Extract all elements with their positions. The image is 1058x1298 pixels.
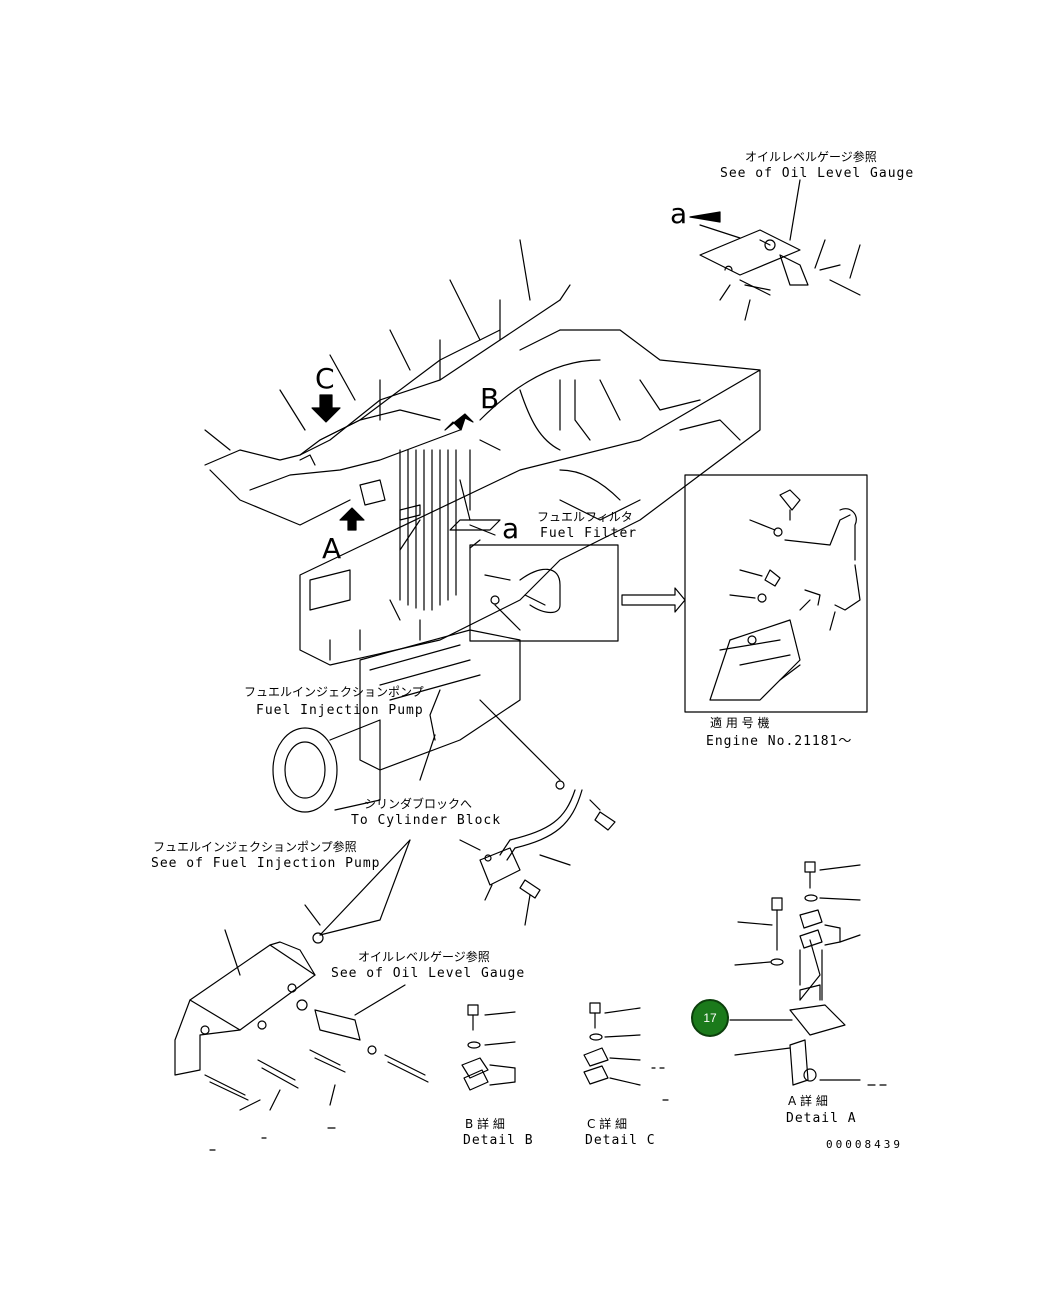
engine-block [299,329,761,666]
view-letter-a-filter: a [502,512,520,545]
leader-lines-misc [419,539,481,781]
detail-a-label-jp: A 詳 細 [788,1094,828,1108]
lower-bracket-assembly [174,839,429,1151]
cyl-block-label-jp: シリンダブロックへ [364,797,473,811]
detail-c-parts [583,1002,669,1101]
drawing-number: 00008439 [826,1138,903,1151]
view-letter-a-top: a [670,197,688,230]
view-letter-a-arrow: A [322,532,342,565]
fip-label-en: Fuel Injection Pump [256,703,424,718]
detail-a-parts [729,861,887,1086]
detail-a-label-en: Detail A [786,1111,857,1126]
part-callout-17[interactable]: 17 [691,999,729,1037]
fuel-injection-pump [272,629,561,813]
fip-label-jp: フュエルインジェクションポンプ [244,685,424,699]
engine-no-label-jp: 適 用 号 機 [710,716,770,730]
view-letter-c: C [315,362,335,395]
oil-gauge-top-label-en: See of Oil Level Gauge [720,166,915,181]
detail-b-parts [461,1004,516,1091]
engine-no-label-en: Engine No.21181～ [706,734,853,749]
detail-c-label-en: Detail C [585,1133,656,1148]
fuel-filter-detail [469,544,686,642]
oil-gauge-low-label-en: See of Oil Level Gauge [331,966,526,981]
cyl-block-label-en: To Cylinder Block [351,813,502,828]
view-letter-b: B [480,382,500,415]
oil-gauge-top-label-jp: オイルレベルゲージ参照 [745,150,877,164]
fuel-filter-label-jp: フュエルフィルタ [537,510,633,524]
engine-no-detail [684,474,868,713]
oil-gauge-bracket-top [699,179,861,321]
oil-gauge-low-label-jp: オイルレベルゲージ参照 [358,950,490,964]
leader-lines-top [204,239,531,551]
view-arrows [311,211,721,536]
see-fip-label-jp: フュエルインジェクションポンプ参照 [153,840,357,854]
injection-lines [204,284,571,621]
detail-b-label-jp: B 詳 細 [465,1117,505,1131]
detail-b-label-en: Detail B [463,1133,534,1148]
cylinder-block-tube [459,780,616,926]
fuel-filter-label-en: Fuel Filter [540,526,638,541]
detail-c-label-jp: C 詳 細 [587,1117,628,1131]
see-fip-label-en: See of Fuel Injection Pump [151,856,381,871]
